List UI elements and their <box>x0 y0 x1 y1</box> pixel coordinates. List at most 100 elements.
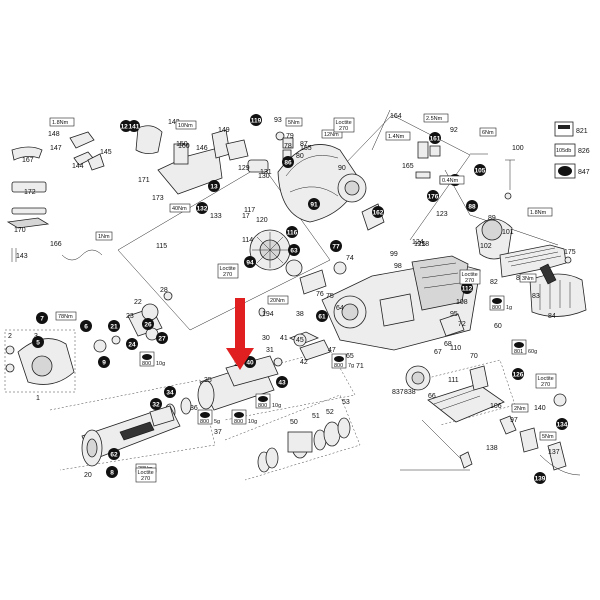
part-label-130: 130 <box>258 173 270 180</box>
badge-text: 8 <box>110 469 114 476</box>
part-label-36: 36 <box>190 405 198 412</box>
badge-6: 6 <box>80 320 92 332</box>
part-label-102: 102 <box>480 243 492 250</box>
torque-label: 5Nm <box>285 117 303 127</box>
part-label-60: 60 <box>494 323 502 330</box>
gear-housing <box>321 255 481 391</box>
part-label-155: 155 <box>300 145 312 152</box>
grease-amount: 7g <box>348 363 354 369</box>
part-label-82: 82 <box>490 279 498 286</box>
badge-62: 62 <box>108 448 120 460</box>
badge-text: 7 <box>40 315 44 322</box>
badge-105: 105 <box>474 164 486 176</box>
badge-176: 176 <box>427 190 439 202</box>
part-label-70: 70 <box>470 353 478 360</box>
badge-text: 121 <box>121 123 132 130</box>
part-label-175: 175 <box>564 249 576 256</box>
badge-text: 88 <box>468 203 476 210</box>
part-label-164: 164 <box>390 113 402 120</box>
torque-label: 0.4Nm <box>439 175 465 185</box>
part-label-28: 28 <box>160 287 168 294</box>
loctite-text: Loctite <box>462 272 478 278</box>
badge-24: 24 <box>126 338 138 350</box>
part-label-98: 98 <box>394 263 402 270</box>
diagram-frame <box>4 104 596 498</box>
badge-34: 34 <box>164 386 176 398</box>
torque-text: 20Nm <box>270 298 285 304</box>
part-label-150: 150 <box>176 141 188 148</box>
part-label-165: 165 <box>402 163 414 170</box>
legend-num-2: 826 <box>578 148 590 155</box>
badge-126: 126 <box>512 368 524 380</box>
badge-text: 6 <box>84 323 88 330</box>
legend-num-1: 821 <box>576 128 588 135</box>
part-label-144: 144 <box>72 163 84 170</box>
tool-holder-barrel <box>81 405 181 467</box>
badge-94: 94 <box>244 256 256 268</box>
part-label-194: 194 <box>262 311 274 318</box>
badge-text: 34 <box>166 389 174 396</box>
part-label-838: 838 <box>404 389 416 396</box>
torque-label: 40Nm <box>169 203 191 213</box>
torque-text: 10Nm <box>178 123 193 129</box>
assembly-guides <box>4 109 559 481</box>
red-arrow <box>226 298 254 370</box>
part-label-140: 140 <box>534 405 546 412</box>
part-label-50: 50 <box>290 419 298 426</box>
loctite-grade: 270 <box>141 476 150 482</box>
badge-112: 112 <box>461 282 473 294</box>
part-label-45: 45 <box>296 337 304 344</box>
part-label-133: 133 <box>210 213 222 220</box>
torque-label: 12Nm <box>321 129 343 139</box>
part-label-138: 138 <box>486 445 498 452</box>
torque-label: 78Nm <box>55 311 77 321</box>
handle-lower-right <box>421 365 567 471</box>
badge-77: 77 <box>330 240 342 252</box>
torque-text: 0.4Nm <box>442 178 459 184</box>
part-label-76: 76 <box>316 291 324 298</box>
legend-num-3: 847 <box>578 169 590 176</box>
torque-text: 2.5Nm <box>426 116 443 122</box>
part-label-93: 93 <box>274 117 282 124</box>
badge-text: 112 <box>462 285 473 292</box>
badge-161: 161 <box>429 132 441 144</box>
part-label-51: 51 <box>312 413 320 420</box>
part-label-42: 42 <box>300 359 308 366</box>
torque-label: 3Nm <box>519 273 537 283</box>
part-label-106: 106 <box>490 403 502 410</box>
torque-text: 3Nm <box>522 276 534 282</box>
grease-grade: 800 <box>492 305 501 311</box>
badge-88: 88 <box>466 200 478 212</box>
legend-text-2: 105db <box>556 148 571 154</box>
badge-26: 26 <box>142 318 154 330</box>
part-label-90: 90 <box>338 165 346 172</box>
badge-text: 27 <box>158 335 166 342</box>
badge-162: 162 <box>372 206 384 218</box>
badge-61: 61 <box>316 310 328 322</box>
torque-label: 5Nm <box>539 431 557 441</box>
badge-21: 21 <box>108 320 120 332</box>
badge-43: 43 <box>276 376 288 388</box>
part-label-117: 117 <box>244 207 255 214</box>
part-label-108: 108 <box>456 299 468 306</box>
badge-text: 26 <box>144 321 152 328</box>
part-label-89: 89 <box>488 215 496 222</box>
badge-63: 63 <box>288 244 300 256</box>
part-label-837: 837 <box>392 389 404 396</box>
part-label-65: 65 <box>346 353 354 360</box>
part-label-22: 22 <box>134 299 142 306</box>
badge-7: 7 <box>36 312 48 324</box>
grease-grade: 800 <box>334 363 343 369</box>
torque-label: 20Nm <box>267 295 289 305</box>
brush-cluster-left <box>6 131 105 262</box>
badge-text: 77 <box>332 243 340 250</box>
part-label-125: 125 <box>414 241 426 248</box>
badge-text: 32 <box>152 401 160 408</box>
